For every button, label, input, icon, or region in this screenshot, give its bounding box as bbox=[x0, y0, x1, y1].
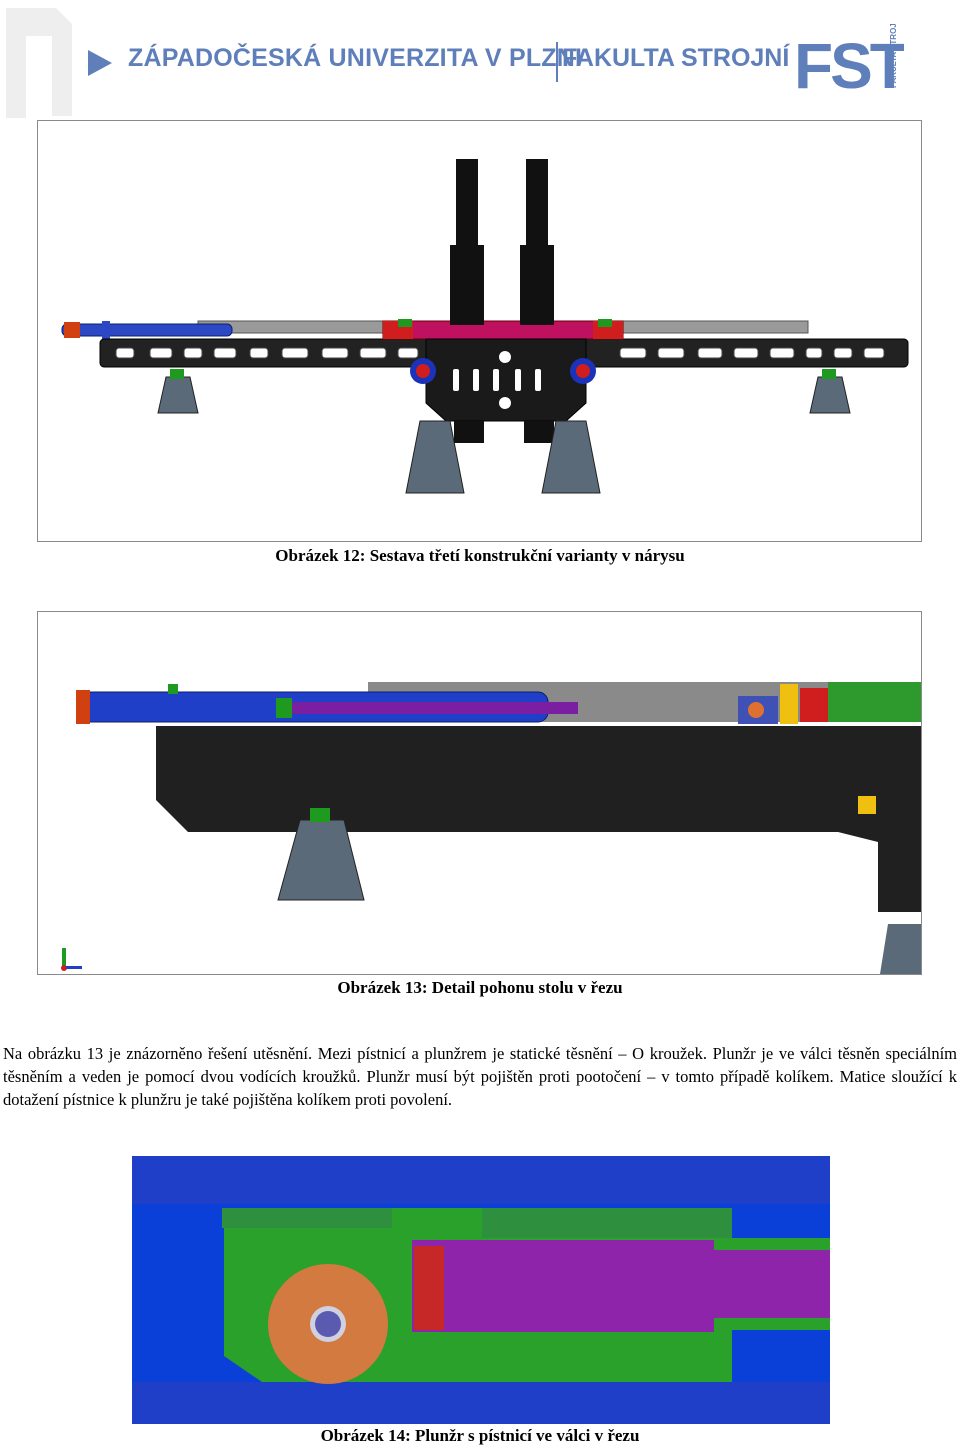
assembly-drawing bbox=[61, 159, 909, 494]
fst-logo-text: FST bbox=[794, 30, 904, 96]
university-name: ZÁPADOČESKÁ UNIVERZITA V PLZNI bbox=[128, 44, 583, 72]
figure-13-caption: Obrázek 13: Detail pohonu stolu v řezu bbox=[337, 978, 623, 997]
body-paragraph: Na obrázku 13 je znázorněno řešení utěsn… bbox=[3, 1044, 957, 1109]
section-drawing bbox=[61, 682, 921, 974]
fst-logo: FST FAKULTA STROJNÍ bbox=[792, 24, 904, 96]
figure-12-assembly-front-view bbox=[37, 120, 922, 542]
figure-12-caption: Obrázek 12: Sestava třetí konstrukční va… bbox=[275, 546, 685, 565]
figure-14-plunger-piston-rod-section bbox=[132, 1156, 830, 1424]
figure-13-drive-section-detail bbox=[37, 611, 922, 975]
university-logo-mark bbox=[6, 8, 72, 118]
fst-logo-subtext: FAKULTA STROJNÍ bbox=[889, 24, 898, 88]
header-divider bbox=[556, 42, 558, 82]
faculty-name: FAKULTA STROJNÍ bbox=[562, 44, 790, 72]
header-arrow-icon bbox=[88, 50, 112, 76]
figure-14-caption: Obrázek 14: Plunžr s pístnicí ve válci v… bbox=[320, 1426, 640, 1445]
plunger-section-drawing bbox=[132, 1156, 830, 1424]
